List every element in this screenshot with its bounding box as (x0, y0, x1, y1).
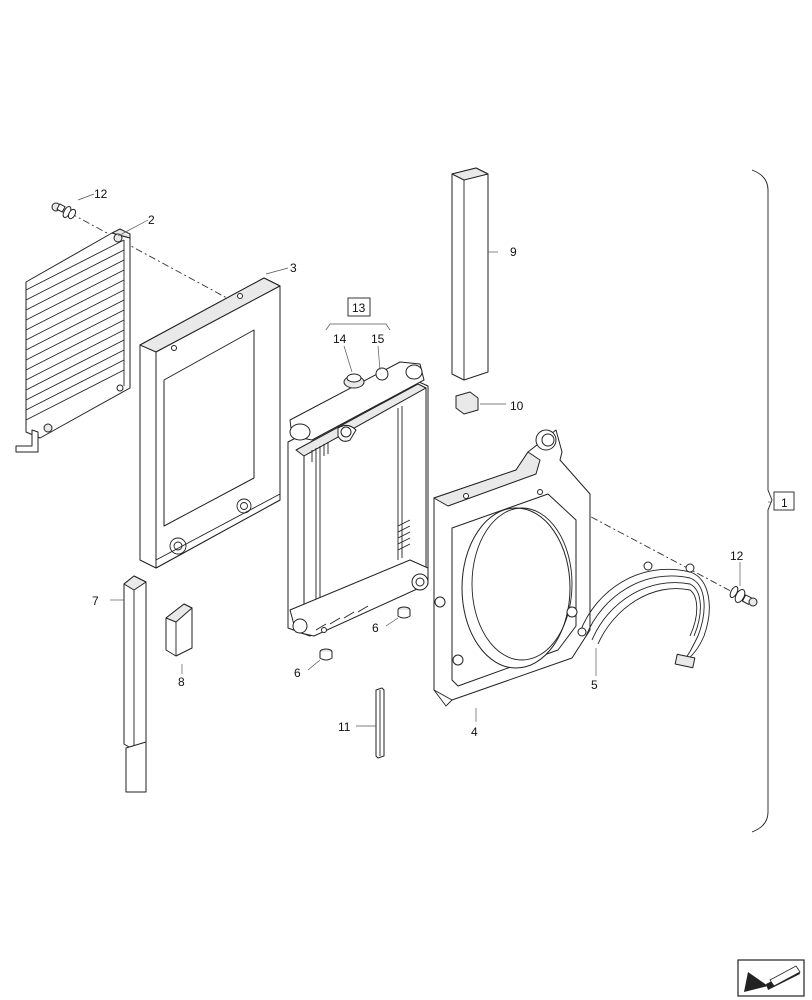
callout-labels: 1 2 3 4 5 6 6 7 8 9 10 11 12 12 13 14 15 (92, 187, 795, 739)
pad-part-10 (455, 391, 479, 415)
callout-15: 15 (371, 332, 385, 346)
leader-lines (77, 193, 741, 727)
callout-1-box (773, 491, 795, 511)
assembly-line-left (69, 212, 239, 305)
rubber-mount-part-6 (319, 606, 411, 661)
callout-4: 4 (471, 725, 478, 739)
strip-part-11 (375, 687, 385, 759)
foam-strip-part-7 (123, 575, 147, 793)
callout-11: 11 (338, 720, 351, 734)
assembly-bracket (751, 169, 773, 833)
callout-8: 8 (178, 675, 185, 689)
block-part-8 (165, 603, 193, 657)
callout-12-left: 12 (94, 187, 108, 201)
callout-10: 10 (510, 399, 524, 413)
frame-part-3 (139, 277, 281, 569)
back-navigation-button[interactable] (737, 959, 805, 997)
callout-3: 3 (290, 261, 297, 275)
callout-13-box (347, 297, 371, 317)
callout-12-right: 12 (730, 549, 744, 563)
oil-cooler-part-2 (15, 228, 131, 453)
callout-2: 2 (148, 213, 155, 227)
callout-5: 5 (591, 678, 598, 692)
assembly-line-right (577, 509, 743, 598)
wiring-harness-part-5 (577, 561, 710, 669)
callout-1: 1 (781, 496, 788, 510)
callout-6-upper: 6 (372, 621, 379, 635)
callout-13: 13 (352, 301, 366, 315)
radiator-assembly (287, 361, 429, 637)
callout-14: 14 (333, 332, 347, 346)
foam-strip-part-9 (451, 167, 489, 381)
fan-shroud-part-4 (433, 429, 591, 707)
callout-9: 9 (510, 245, 517, 259)
callout-7: 7 (92, 594, 99, 608)
bolt-part-12-left (51, 202, 77, 220)
arrow-back-icon (744, 965, 801, 992)
bolt-part-12-right (729, 586, 758, 607)
callout-6-lower: 6 (294, 666, 301, 680)
